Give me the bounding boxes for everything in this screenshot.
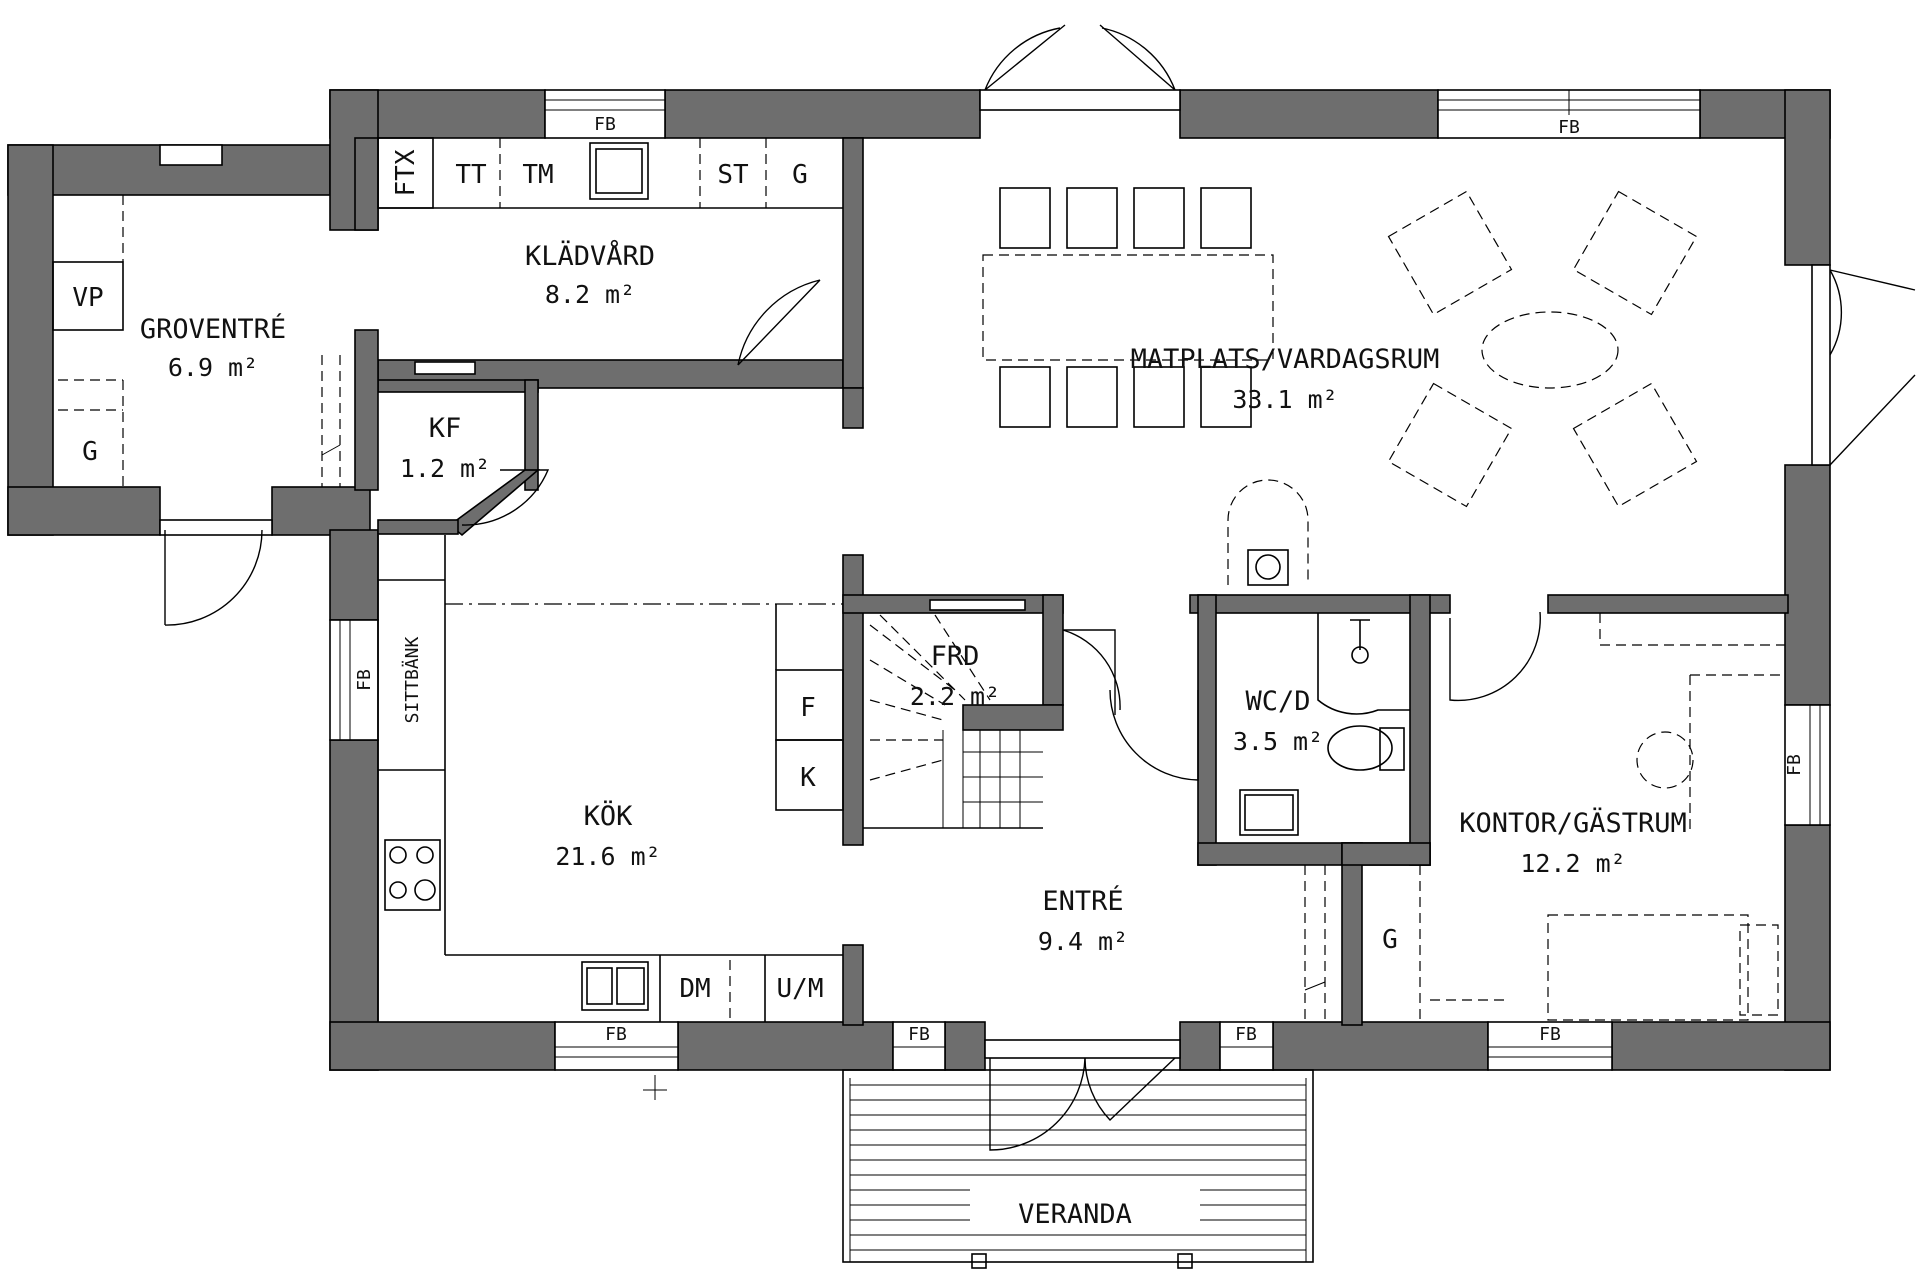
kladvard-fixtures: FTX TT TM ST G [377,137,843,375]
exterior-walls [7,89,1831,1071]
room-area-frd: 2.2 m² [910,682,1000,711]
fixture-tm: TM [522,160,553,190]
window-label: FB [1558,117,1580,138]
fixture-g-kladvard: G [792,160,808,190]
window-label: FB [1235,1024,1257,1045]
fixture-k: K [800,763,816,793]
room-area-wcd: 3.5 m² [1233,727,1323,756]
window-labels: FB FB FB FB FB FB FB FB [354,114,1805,1045]
room-name-kladvard: KLÄDVÅRD [525,240,655,272]
room-name-veranda: VERANDA [1018,1199,1132,1230]
room-area-kladvard: 8.2 m² [545,280,635,309]
stairs [863,599,1043,829]
kok-fixtures: SITTBÄNK F K DM U/M [377,535,844,1100]
room-name-kontor: KONTOR/GÄSTRUM [1459,807,1687,839]
veranda: VERANDA [842,1069,1314,1269]
window-label: FB [1539,1024,1561,1045]
kontor-furniture: G [1382,613,1785,1021]
room-area-matplats: 33.1 m² [1232,385,1337,414]
room-area-groventre: 6.9 m² [168,353,258,382]
room-name-groventre: GROVENTRÉ [140,313,286,345]
fixture-ftx: FTX [391,149,421,196]
fixture-tt: TT [455,160,487,190]
room-name-wcd: WC/D [1245,686,1310,717]
window-label: FB [1784,754,1805,776]
fixture-g-kontor: G [1382,925,1398,955]
fixture-f: F [800,693,816,723]
window-label: FB [354,669,375,691]
room-area-entre: 9.4 m² [1038,927,1128,956]
window-label: FB [594,114,616,135]
room-name-kf: KF [429,413,462,444]
window-label: FB [605,1024,627,1045]
room-area-kf: 1.2 m² [400,454,490,483]
room-area-kok: 21.6 m² [555,842,660,871]
fixture-vp: VP [72,283,103,313]
dining-furniture [982,187,1698,586]
fixture-dm: DM [679,974,710,1004]
doors [159,24,1916,1151]
entre-fixtures [1304,865,1326,1020]
room-name-kok: KÖK [584,800,634,832]
fixture-st: ST [717,160,749,190]
fixture-sittbank: SITTBÄNK [402,636,423,723]
room-name-frd: FRD [931,641,980,672]
room-area-kontor: 12.2 m² [1520,849,1625,878]
wc-fixtures [1239,613,1410,836]
window-label: FB [908,1024,930,1045]
room-name-matplats: MATPLATS/VARDAGSRUM [1131,344,1440,375]
room-name-entre: ENTRÉ [1042,885,1123,917]
groventre-fixtures: VP G [52,195,341,487]
fixture-um: U/M [777,974,824,1004]
fixture-g-groventre: G [82,437,98,467]
